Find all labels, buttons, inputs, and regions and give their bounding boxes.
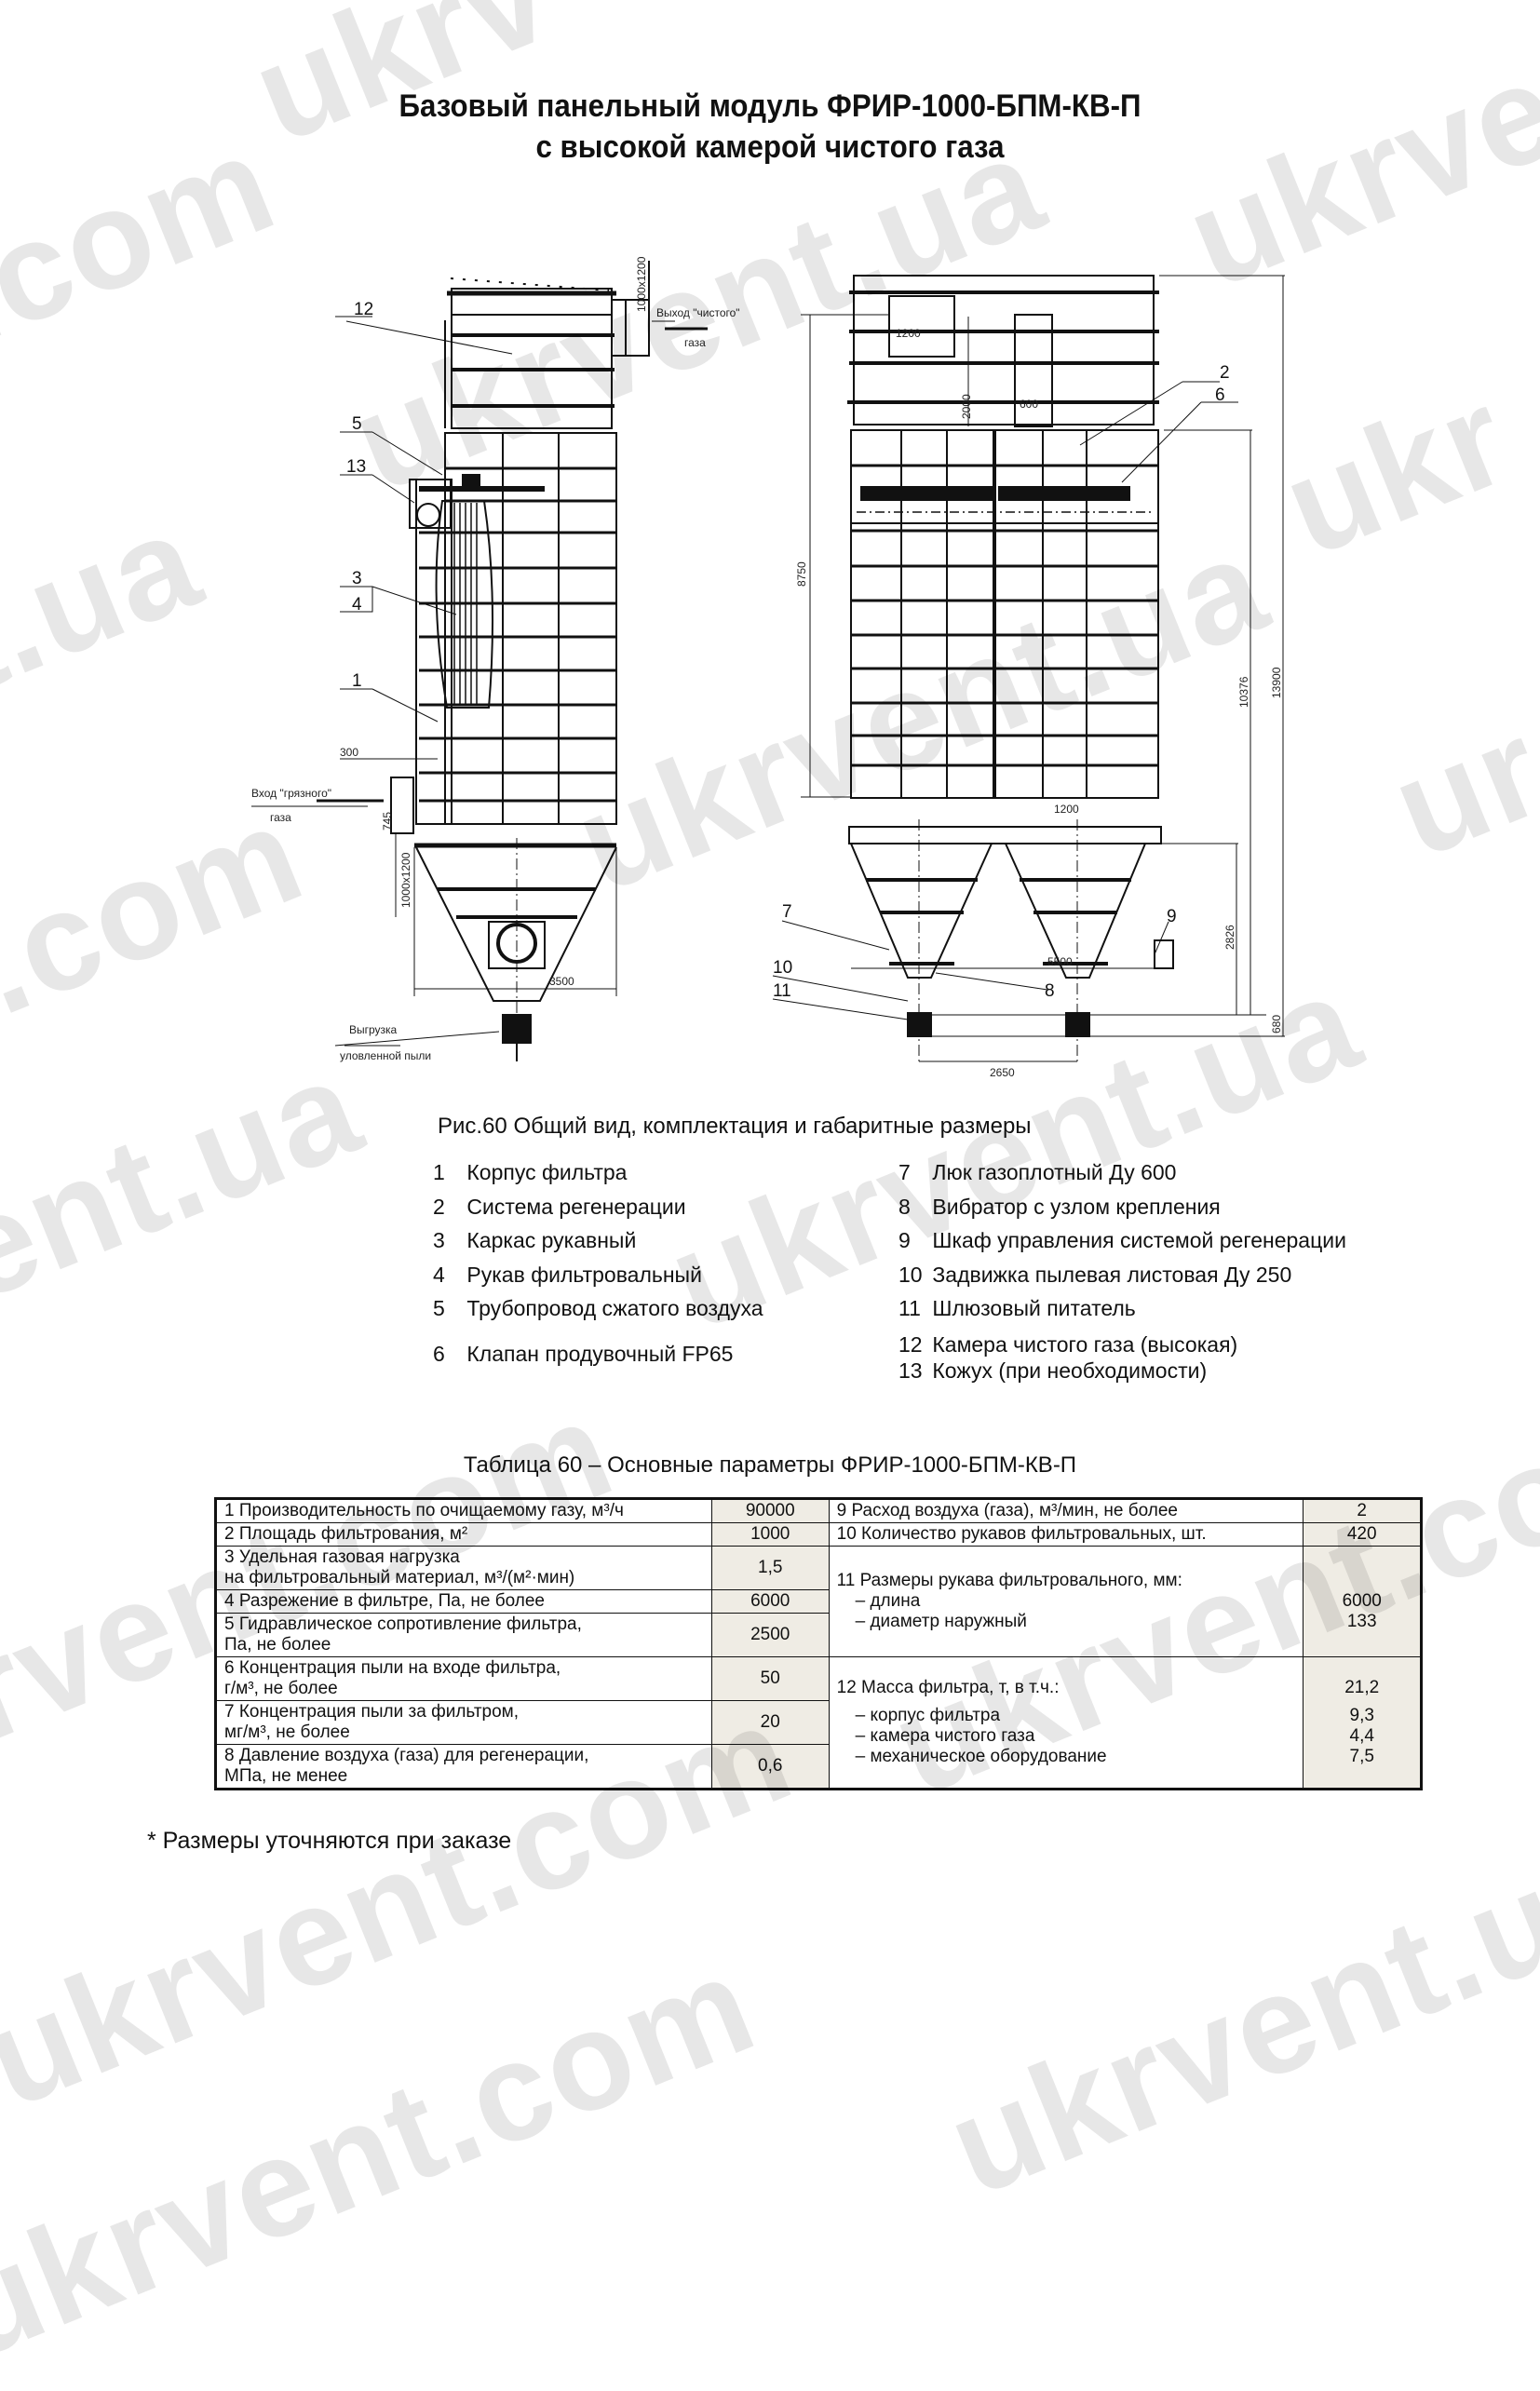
- callout-9: 9: [1167, 907, 1177, 926]
- dim-300: 300: [340, 746, 358, 759]
- param-label: 10 Количество рукавов фильтровальных, шт…: [828, 1522, 1304, 1547]
- param-value: 2: [1303, 1498, 1422, 1523]
- legend-item: 3 Каркас рукавный: [433, 1228, 637, 1252]
- legend-item: 6 Клапан продувочный FP65: [433, 1341, 734, 1366]
- discharge-label-line1: Выгрузка: [349, 1023, 398, 1036]
- legend-item: 7 Люк газоплотный Ду 600: [898, 1160, 1177, 1184]
- param-label: 1 Производительность по очищаемому газу,…: [215, 1498, 712, 1523]
- dim-2000: 2000: [960, 394, 973, 419]
- inlet-label-line1: Вход "грязного": [251, 787, 331, 800]
- callout-12: 12: [354, 300, 373, 319]
- table-row: 4 Разрежение в фильтре, Па, не более 600…: [215, 1589, 1422, 1614]
- param-label: 8 Давление воздуха (газа) для регенераци…: [215, 1744, 712, 1790]
- technical-drawing: 12 5 13 3 4 1 2 6 7 10 11 8 9 Выход "чис…: [251, 256, 1285, 1079]
- callout-6: 6: [1215, 385, 1225, 405]
- param-value: 6000: [710, 1589, 830, 1614]
- param-value: 50: [710, 1656, 830, 1701]
- legend-item: 1 Корпус фильтра: [433, 1160, 628, 1184]
- callout-2: 2: [1220, 363, 1230, 383]
- legend-item: 10 Задвижка пылевая листовая Ду 250: [898, 1262, 1292, 1287]
- callout-10: 10: [773, 958, 792, 978]
- param-label: 3 Удельная газовая нагрузка на фильтрова…: [215, 1546, 712, 1590]
- param-label: 5 Гидравлическое сопротивление фильтра, …: [215, 1613, 712, 1657]
- table-title: Таблица 60 – Основные параметры ФРИР-100…: [463, 1452, 1077, 1478]
- table-row: 2 Площадь фильтрования, м² 1000 10 Колич…: [215, 1522, 1422, 1547]
- dim-1200-top: 1200: [896, 327, 921, 340]
- table-row: 8 Давление воздуха (газа) для регенераци…: [215, 1744, 1422, 1790]
- parameters-table: 1 Производительность по очищаемому газу,…: [214, 1497, 1423, 1790]
- legend-left: 1 Корпус фильтра 2 Система регенерации 3…: [433, 1155, 763, 1371]
- table-row: 1 Производительность по очищаемому газу,…: [215, 1498, 1422, 1523]
- callout-4: 4: [352, 595, 362, 615]
- param-label: 4 Разрежение в фильтре, Па, не более: [215, 1589, 712, 1614]
- dim-1000x1200-outlet: 1000x1200: [635, 256, 648, 312]
- callout-7: 7: [782, 902, 792, 922]
- param-value: 0,6: [710, 1744, 830, 1790]
- dim-8750: 8750: [795, 561, 808, 587]
- dim-5500: 5500: [1047, 955, 1073, 968]
- legend-right: 7 Люк газоплотный Ду 600 8 Вибратор с уз…: [898, 1155, 1346, 1384]
- legend-item: 2 Система регенерации: [433, 1194, 686, 1219]
- param-value: 6000 133: [1303, 1546, 1422, 1657]
- table-row: 3 Удельная газовая нагрузка на фильтрова…: [215, 1546, 1422, 1657]
- outlet-label-line1: Выход "чистого": [656, 306, 740, 319]
- param-value: 20: [710, 1700, 830, 1745]
- callout-1: 1: [352, 671, 362, 691]
- dim-680: 680: [1270, 1015, 1283, 1033]
- legend-item: 11 Шлюзовый питатель: [898, 1296, 1136, 1320]
- dim-1200-bottom: 1200: [1054, 803, 1079, 816]
- dim-13900: 13900: [1270, 667, 1283, 698]
- page-title: Базовый панельный модуль ФРИР-1000-БПМ-К…: [61, 86, 1479, 168]
- footnote: * Размеры уточняются при заказе: [147, 1828, 512, 1854]
- table-row: 5 Гидравлическое сопротивление фильтра, …: [215, 1613, 1422, 1657]
- dim-2826: 2826: [1223, 925, 1236, 950]
- legend-item: 9 Шкаф управления системой регенерации: [898, 1228, 1346, 1252]
- legend-item: 8 Вибратор с узлом крепления: [898, 1194, 1221, 1219]
- param-value: 90000: [710, 1498, 830, 1523]
- figure-caption: Рис.60 Общий вид, комплектация и габарит…: [438, 1114, 1032, 1139]
- param-value: 1000: [710, 1522, 830, 1547]
- callout-8: 8: [1045, 981, 1055, 1001]
- dim-745: 745: [381, 812, 394, 831]
- dim-600: 600: [1020, 398, 1038, 411]
- param-label: 11 Размеры рукава фильтровального, мм: –…: [828, 1546, 1304, 1657]
- callout-11: 11: [773, 981, 791, 1001]
- param-label: 6 Концентрация пыли на входе фильтра, г/…: [215, 1656, 712, 1701]
- param-value: 21,2 9,3 4,4 7,5: [1303, 1656, 1422, 1790]
- dim-3500: 3500: [549, 975, 574, 988]
- dim-10376: 10376: [1237, 676, 1250, 708]
- legend-item: 13 Кожух (при необходимости): [898, 1358, 1208, 1383]
- param-value: 2500: [710, 1613, 830, 1657]
- title-line-1: Базовый панельный модуль ФРИР-1000-БПМ-К…: [399, 88, 1141, 124]
- callout-13: 13: [346, 457, 366, 477]
- param-value: 1,5: [710, 1546, 830, 1590]
- param-label: 9 Расход воздуха (газа), м³/мин, не боле…: [828, 1498, 1304, 1523]
- param-label: 7 Концентрация пыли за фильтром, мг/м³, …: [215, 1700, 712, 1745]
- legend-item: 12 Камера чистого газа (высокая): [898, 1331, 1238, 1357]
- table-row: 6 Концентрация пыли на входе фильтра, г/…: [215, 1656, 1422, 1790]
- param-label: 2 Площадь фильтрования, м²: [215, 1522, 712, 1547]
- outlet-label-line2: газа: [684, 336, 706, 349]
- legend-item: 4 Рукав фильтровальный: [433, 1262, 702, 1287]
- callout-3: 3: [352, 569, 362, 588]
- table-row: 7 Концентрация пыли за фильтром, мг/м³, …: [215, 1700, 1422, 1745]
- watermark: ukrvent.ua: [927, 1808, 1540, 2225]
- inlet-label-line2: газа: [270, 811, 291, 824]
- param-label: 12 Масса фильтра, т, в т.ч.: – корпус фи…: [828, 1656, 1304, 1790]
- callout-5: 5: [352, 414, 362, 434]
- watermark: ukrvent.com: [0, 1924, 775, 2389]
- title-line-2: с высокой камерой чистого газа: [535, 129, 1005, 165]
- legend-item: 5 Трубопровод сжатого воздуха: [433, 1296, 763, 1320]
- dim-2650: 2650: [990, 1066, 1015, 1079]
- discharge-label-line2: уловленной пыли: [340, 1049, 431, 1062]
- param-value: 420: [1303, 1522, 1422, 1547]
- dim-1000x1200-inlet: 1000x1200: [399, 852, 412, 908]
